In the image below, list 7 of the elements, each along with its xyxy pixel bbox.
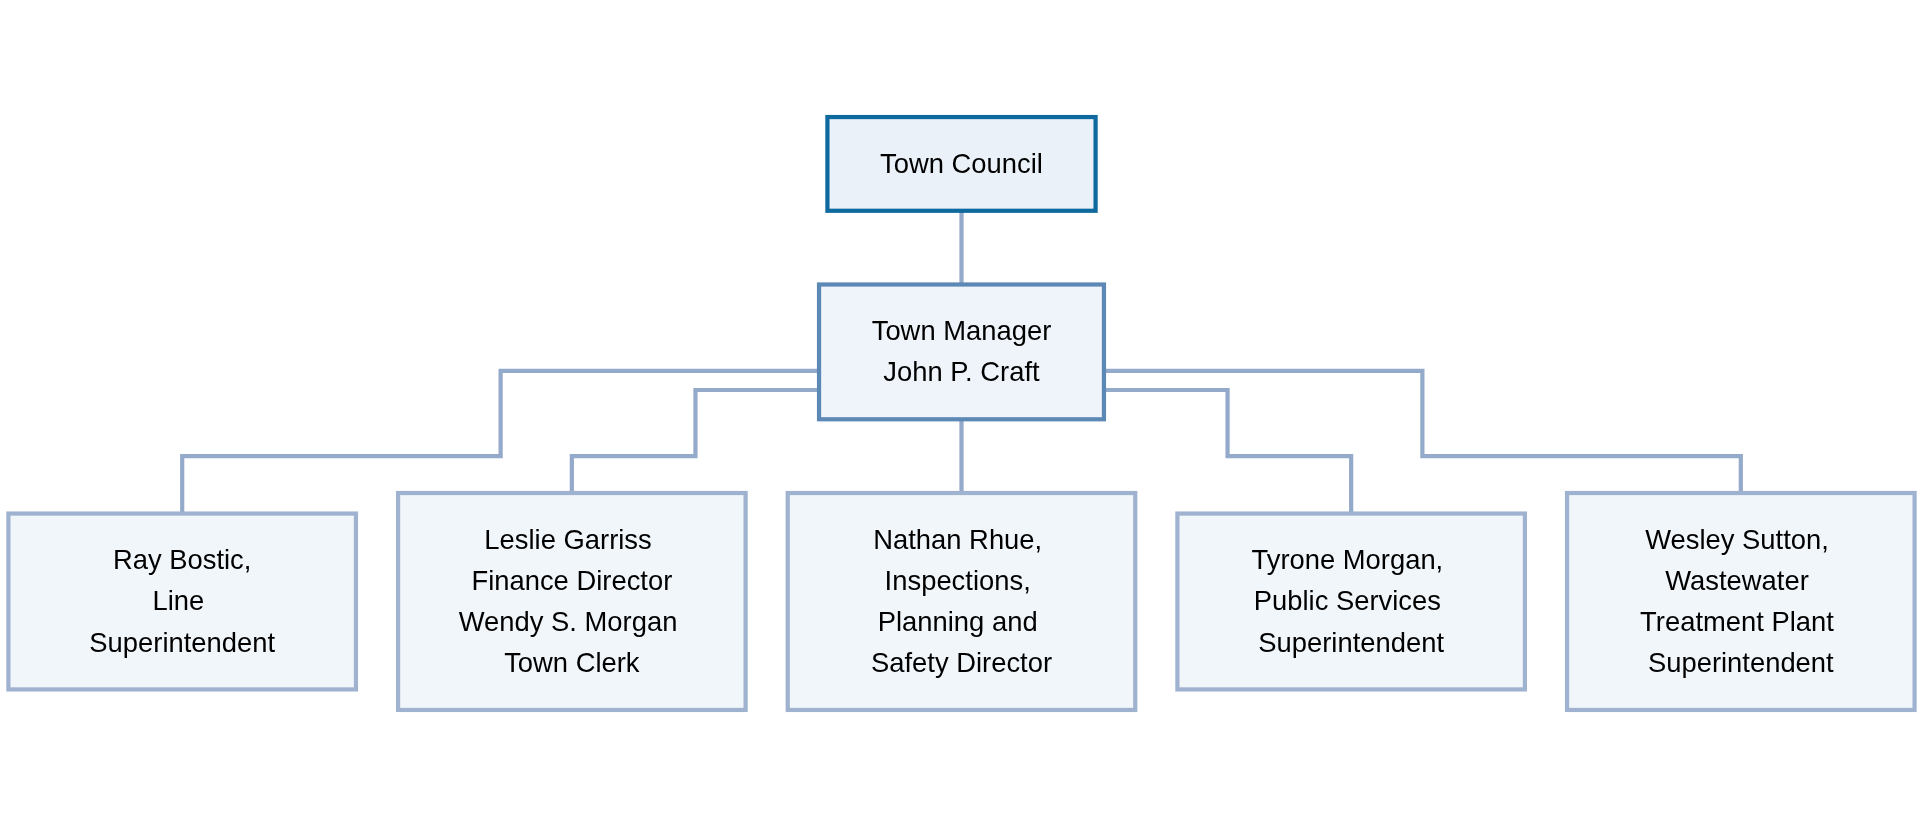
node-box: Ray Bostic, Line Superintendent (6, 511, 359, 692)
node-box: Town Manager John P. Craft (816, 282, 1107, 422)
node-box: Nathan Rhue, Inspections, Planning and Safety Director (785, 490, 1138, 713)
node-box: Tyrone Morgan, Public Services Superintendent (1175, 511, 1528, 692)
node-box: Leslie Garriss Finance Director Wendy S. Morgan Town Clerk (395, 490, 748, 713)
node-box: Town Council (825, 114, 1098, 213)
node-box: Wesley Sutton, Wastewater Treatment Plant Superintendent (1564, 490, 1917, 713)
